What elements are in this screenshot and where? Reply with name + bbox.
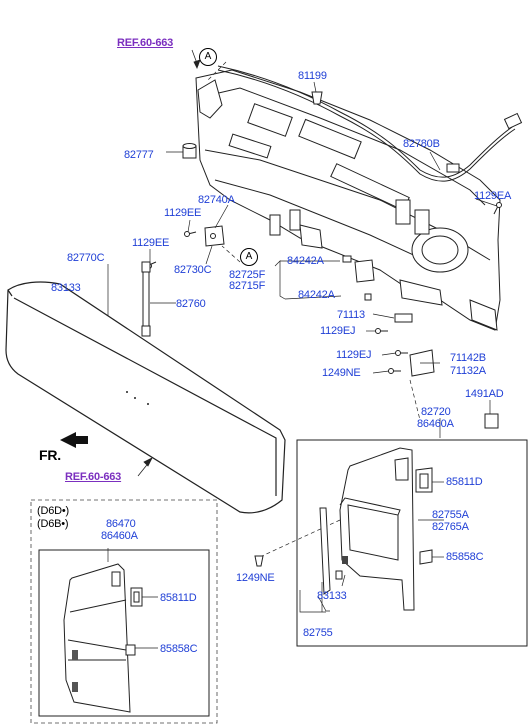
part-82780b[interactable]: 82780B <box>403 138 440 150</box>
part-82725f[interactable]: 82725F <box>229 269 266 281</box>
part-86460a-2[interactable]: 86460A <box>101 530 138 542</box>
part-82740a[interactable]: 82740A <box>198 194 235 206</box>
variant-trim-part <box>63 563 143 713</box>
part-82755a[interactable]: 82755A <box>432 509 469 521</box>
marker-a-top: A <box>199 48 217 66</box>
part-85858c-1[interactable]: 85858C <box>446 551 484 563</box>
front-arrow <box>60 432 88 448</box>
ref-link-top[interactable]: REF.60-663 <box>117 37 174 49</box>
part-71142b[interactable]: 71142B <box>450 352 486 364</box>
part-82770c[interactable]: 82770C <box>67 252 105 264</box>
trim-panel <box>5 281 286 514</box>
front-direction-label: FR. <box>39 447 61 463</box>
part-84242a-1[interactable]: 84242A <box>287 255 324 267</box>
part-85811d-2[interactable]: 85811D <box>160 592 197 604</box>
part-85811d-1[interactable]: 85811D <box>446 476 483 488</box>
small-parts <box>67 91 502 429</box>
back-panel-upper <box>195 69 501 331</box>
part-71132a[interactable]: 71132A <box>450 365 486 377</box>
right-trim-part <box>254 447 433 611</box>
variant-dashed-box <box>30 499 218 724</box>
part-82730c[interactable]: 82730C <box>174 264 212 276</box>
variant-note-d6d: (D6D•) <box>37 505 69 517</box>
part-1129ej-1[interactable]: 1129EJ <box>320 325 356 337</box>
part-82765a[interactable]: 82765A <box>432 521 469 533</box>
part-83133-2[interactable]: 83133 <box>317 590 347 602</box>
part-82720[interactable]: 82720 <box>421 406 451 418</box>
cable-82780b <box>217 65 523 182</box>
part-84242a-2[interactable]: 84242A <box>298 289 335 301</box>
part-1129ea[interactable]: 1129EA <box>474 190 512 202</box>
part-81199[interactable]: 81199 <box>298 70 327 82</box>
part-1129ee-1[interactable]: 1129EE <box>164 207 202 219</box>
part-86470[interactable]: 86470 <box>106 518 136 530</box>
marker-a-mid: A <box>240 248 258 266</box>
part-1129ee-2[interactable]: 1129EE <box>132 237 170 249</box>
part-1249ne-2[interactable]: 1249NE <box>236 572 275 584</box>
part-86460a-1[interactable]: 86460A <box>417 418 454 430</box>
part-85858c-2[interactable]: 85858C <box>160 643 198 655</box>
ref-arrows <box>137 49 201 477</box>
variant-inner-box <box>38 549 210 717</box>
right-detail-box <box>296 439 528 647</box>
part-83133-1[interactable]: 83133 <box>51 282 81 294</box>
part-71113[interactable]: 71113 <box>337 309 365 321</box>
part-82760[interactable]: 82760 <box>176 298 206 310</box>
part-82755[interactable]: 82755 <box>303 627 333 639</box>
part-82715f[interactable]: 82715F <box>229 280 266 292</box>
part-1129ej-2[interactable]: 1129EJ <box>336 349 372 361</box>
variant-note-d6b: (D6B•) <box>37 518 69 530</box>
part-1249ne-1[interactable]: 1249NE <box>322 367 361 379</box>
part-1491ad[interactable]: 1491AD <box>465 388 504 400</box>
ref-link-bottom[interactable]: REF.60-663 <box>65 471 122 483</box>
part-82777[interactable]: 82777 <box>124 149 154 161</box>
